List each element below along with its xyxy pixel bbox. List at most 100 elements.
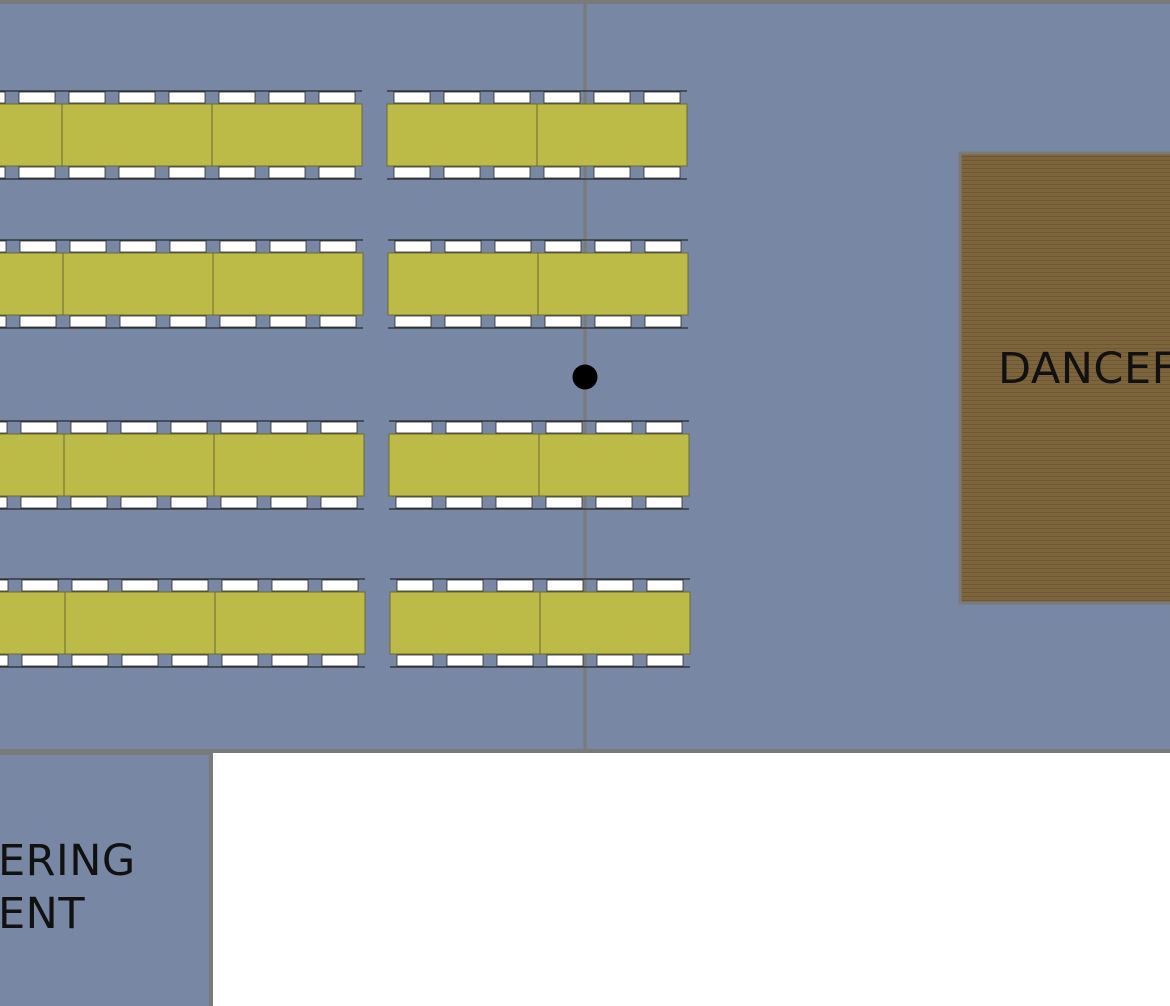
chair [170,421,208,434]
table-r2-left-1 [0,239,64,329]
banquet-table [0,433,65,497]
banquet-table [539,591,691,655]
chair [594,315,632,328]
chair [644,240,682,253]
chair [169,315,207,328]
chair [70,496,108,509]
chair [319,315,357,328]
table-r2-left-3 [212,239,364,329]
table-r4-right-2 [539,578,691,668]
chair [394,240,432,253]
chair [68,166,106,179]
banquet-table [61,103,213,167]
chair [0,240,7,253]
chair [494,240,532,253]
chair [318,166,356,179]
chair [320,496,358,509]
chair [395,421,433,434]
chair [269,315,307,328]
chair [18,166,56,179]
chair [220,496,258,509]
chair [594,240,632,253]
chair [21,654,59,667]
chair [21,579,59,592]
chair [446,579,484,592]
table-r1-left-3 [211,90,363,180]
banquet-table [0,252,64,316]
chair [218,166,256,179]
chair [543,91,581,104]
chair [443,166,481,179]
chair [545,421,583,434]
chair [71,579,109,592]
chair [69,240,107,253]
table-r1-left-2 [61,90,213,180]
chair [0,496,8,509]
chair [546,579,584,592]
chair [544,240,582,253]
table-r4-left-3 [214,578,366,668]
chair [445,421,483,434]
chair [168,91,206,104]
chair [120,421,158,434]
table-r3-left-2 [63,420,215,510]
chair [446,654,484,667]
chair [319,240,357,253]
table-r3-right-2 [538,420,690,510]
chair [646,654,684,667]
table-r4-left-1 [0,578,66,668]
dot-marker-icon [572,364,598,390]
banquet-table [212,252,364,316]
chair [268,91,306,104]
chair [493,166,531,179]
table-r1-right-1 [386,90,538,180]
banquet-table [538,433,690,497]
chair [318,91,356,104]
banquet-table [213,433,365,497]
catering-label-line1: ERING [0,836,136,886]
chair [118,166,156,179]
chair [545,496,583,509]
chair [593,91,631,104]
chair [444,240,482,253]
banquet-table [0,103,63,167]
chair [394,315,432,328]
chair [0,91,6,104]
dance-floor [958,151,1170,605]
chair [321,579,359,592]
chair [20,496,58,509]
chair [443,91,481,104]
chair [543,166,581,179]
catering-label-line2: ENT [0,889,86,939]
chair [321,654,359,667]
chair [544,315,582,328]
chair [119,240,157,253]
chair [270,421,308,434]
chair [493,91,531,104]
banquet-table [537,252,689,316]
chair [171,654,209,667]
banquet-table [387,252,539,316]
banquet-table [386,103,538,167]
chair [270,496,308,509]
chair [444,315,482,328]
chair [395,496,433,509]
banquet-table [389,591,541,655]
chair [169,240,207,253]
chair [396,654,434,667]
chair [19,315,57,328]
chair [118,91,156,104]
chair [71,654,109,667]
chair [0,421,8,434]
banquet-table [62,252,214,316]
chair [645,496,683,509]
table-r3-right-1 [388,420,540,510]
chair [121,579,159,592]
chair [0,579,9,592]
chair [645,421,683,434]
chair [219,315,257,328]
banquet-table [536,103,688,167]
table-r3-left-3 [213,420,365,510]
chair [69,315,107,328]
